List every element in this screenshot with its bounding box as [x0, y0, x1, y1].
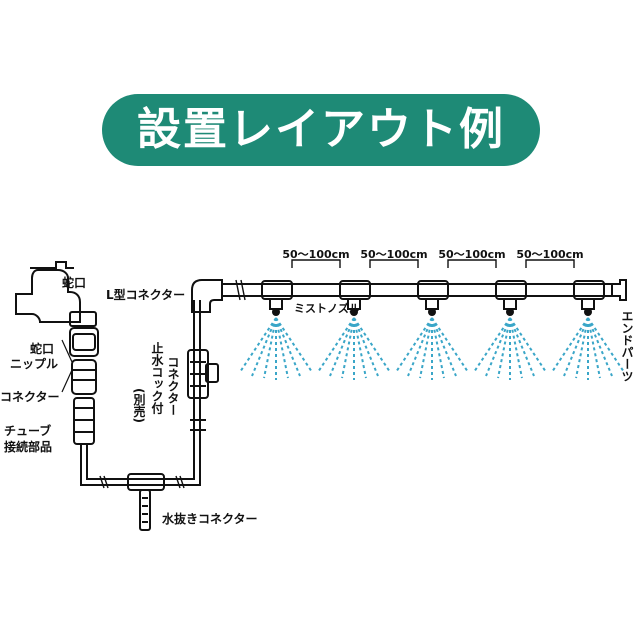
- title-banner: 設置レイアウト例: [102, 94, 540, 166]
- drain-connector-label: 水抜きコネクター: [162, 512, 258, 526]
- stopcock-connector-icon: [187, 349, 219, 431]
- l-connector-icon: [191, 279, 223, 313]
- connector-label: コネクター: [0, 390, 60, 404]
- spacing-label-3: 50～100cm: [438, 248, 506, 261]
- faucet-nipple-label-1: 蛇口: [30, 342, 55, 356]
- spacing-label-2: 50～100cm: [360, 248, 428, 261]
- mist-spray-3: [395, 317, 469, 380]
- stopcock-label-2: 止水コック付: [150, 342, 164, 414]
- spacing-label-4: 50～100cm: [516, 248, 584, 261]
- faucet-icon: [15, 261, 97, 327]
- drain-connector-icon: [127, 473, 165, 531]
- faucet-nipple-icon: [69, 327, 99, 357]
- connector-icon: [71, 359, 97, 395]
- end-part-icon: [611, 279, 627, 301]
- tube-joint-icon: [73, 397, 95, 445]
- stopcock-label-1: コネクター: [166, 356, 180, 416]
- l-connector-label: L型コネクター: [106, 288, 186, 302]
- mist-spray-5: [551, 317, 625, 380]
- tube-joint-label-1: チューブ: [4, 424, 52, 438]
- faucet-nipple-label-2: ニップル: [10, 357, 59, 371]
- mist-spray-1: [239, 317, 313, 380]
- sold-separately-label: (別売): [132, 388, 146, 423]
- tube-joint-label-2: 接続部品: [4, 440, 53, 454]
- mist-spray-4: [473, 317, 547, 380]
- mist-spray-group: [239, 317, 625, 380]
- mist-nozzle-label: ミストノズル: [294, 302, 360, 315]
- end-part-label: エンドパーツ: [620, 310, 634, 382]
- page-title: 設置レイアウト例: [137, 104, 505, 155]
- mist-spray-2: [317, 317, 391, 380]
- faucet-label: 蛇口: [62, 276, 87, 290]
- spacing-label-1: 50～100cm: [282, 248, 350, 261]
